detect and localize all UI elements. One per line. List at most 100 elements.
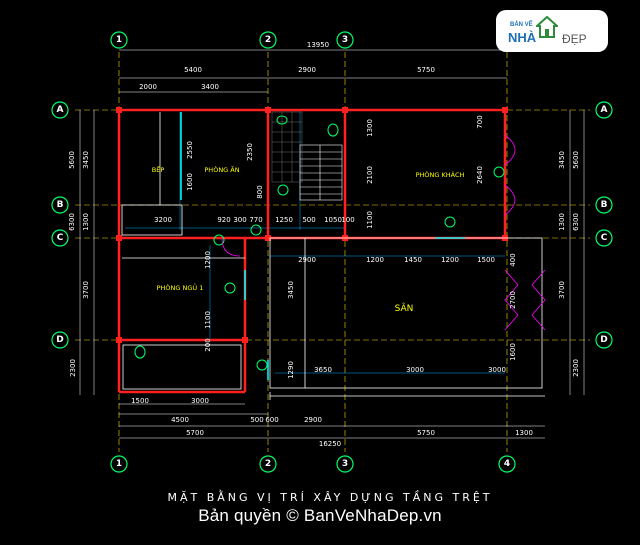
fixtures [134,115,505,371]
axis-label-2-bottom: 2 [265,459,271,469]
dim-left-4: 2300 [69,359,77,377]
dim-bottom-3: 1300 [515,429,533,437]
axis-label-c: C [57,233,64,243]
dim-mid-4: 770 [249,216,262,224]
dim-bottom-sub-1: 4500 [171,416,189,424]
dim-bottom-sub-3: 500 [250,416,263,424]
axis-label-a-right: A [601,105,608,115]
dim-bottom-sub-4: 600 [265,416,278,424]
dim-right-outer-2: 6300 [572,213,580,231]
inner-dimension-lines [125,112,505,374]
dim-yard-2: 1200 [366,256,384,264]
dim-misc-11: 3450 [287,281,295,299]
drawing-title: MẶT BẰNG VỊ TRÍ XÂY DỰNG TẦNG TRỆT [167,491,493,504]
axis-label-3-bottom: 3 [342,459,348,469]
copyright-watermark: Bản quyền © BanVeNhaDep.vn [198,506,442,525]
glass-panels [180,112,465,380]
dim-right-1: 3450 [558,151,566,169]
dim-yard-1: 2900 [298,256,316,264]
dim-yard-4: 1200 [441,256,459,264]
dim-misc-1: 2550 [186,141,194,159]
axis-label-1: 1 [116,35,122,45]
dim-misc-2: 1600 [186,173,194,191]
dim-right-3: 3700 [558,281,566,299]
dim-misc-15: 1290 [287,361,295,379]
room-bedroom: PHÒNG NGỦ 1 [157,282,204,292]
dim-right-2: 1300 [558,213,566,231]
dim-left-1: 3450 [82,151,90,169]
dim-mid-6: 500 [302,216,315,224]
dim-left-outer-2: 6300 [68,213,76,231]
dim-yard-bottom-1: 3650 [314,366,332,374]
dim-bottom-inner-1: 1500 [131,397,149,405]
dim-misc-5: 2100 [366,166,374,184]
dim-yard-bottom-3: 3000 [488,366,506,374]
logo-brand-main: NHÀ [508,30,537,45]
dim-misc-13: 2700 [509,291,517,309]
axis-label-b: B [57,200,64,210]
room-living: PHÒNG KHÁCH [416,170,465,179]
dim-misc-17: 1100 [204,311,212,329]
axis-label-b-right: B [601,200,608,210]
dim-misc-16: 200 [204,338,212,351]
dim-misc-3: 2350 [246,143,254,161]
dim-top-sub-1: 2000 [139,83,157,91]
room-yard: SÂN [395,302,414,314]
dim-right-outer-1: 5600 [572,151,580,169]
dim-bottom-1: 5700 [186,429,204,437]
dim-left-outer-1: 5600 [68,151,76,169]
column-markers [116,107,508,343]
dim-top-2: 2900 [298,66,316,74]
logo-top-text: BẢN VẼ [510,22,533,28]
wc-tiles [271,111,303,183]
axis-bubbles [51,31,613,473]
dim-mid-8: 100 [341,216,354,224]
axis-label-c-right: C [601,233,608,243]
dim-yard-5: 1500 [477,256,495,264]
axis-label-1-bottom: 1 [116,459,122,469]
dim-mid-2: 920 [217,216,230,224]
dim-top-3: 5750 [417,66,435,74]
room-dining: PHÒNG ĂN [204,165,239,174]
house-icon [536,16,558,38]
dim-right-4: 2300 [572,359,580,377]
axis-label-d-right: D [600,335,607,345]
dim-yard-3: 1450 [404,256,422,264]
dim-top-sub-2: 3400 [201,83,219,91]
logo-brand-suffix: ĐẸP [562,32,587,46]
dim-mid-1: 3200 [154,216,172,224]
dim-mid-3: 300 [233,216,246,224]
dim-bottom-inner-2: 3000 [191,397,209,405]
room-kitchen: BẾP [152,164,165,174]
axis-label-d: D [56,335,63,345]
axis-label-4-bottom: 4 [504,459,510,469]
interior-lines [121,112,545,400]
axis-label-2: 2 [265,35,271,45]
dim-misc-4: 1300 [366,119,374,137]
dim-yard-bottom-2: 3000 [406,366,424,374]
room-labels: BẾP PHÒNG ĂN PHÒNG KHÁCH PHÒNG NGỦ 1 SÂN [152,164,465,314]
brand-logo: BẢN VẼ NHÀ ĐẸP [496,10,608,52]
dim-misc-8: 1100 [366,211,374,229]
dim-mid-7: 1050 [324,216,342,224]
dim-top-total: 13950 [307,41,329,49]
dim-left-3: 3700 [82,281,90,299]
dim-bottom-total: 16250 [319,440,341,448]
dim-bottom-sub-2: 2900 [304,416,322,424]
axis-label-a: A [57,105,64,115]
dim-bottom-2: 5750 [417,429,435,437]
dim-misc-14: 1600 [509,343,517,361]
dimension-texts: 13950 5400 2900 5750 2000 3400 16250 570… [68,41,580,448]
dim-top-1: 5400 [184,66,202,74]
dim-misc-6: 2640 [476,166,484,184]
dim-misc-10: 1200 [204,251,212,269]
staircase [299,144,343,201]
dim-misc-12: 400 [509,253,517,266]
dim-misc-7: 700 [476,115,484,128]
axis-labels: 1 2 3 1 2 3 4 A B C D A B C D [56,35,607,469]
door-swings [221,134,546,331]
dim-misc-9: 800 [256,185,264,198]
dim-mid-5: 1250 [275,216,293,224]
dim-left-2: 1300 [82,213,90,231]
